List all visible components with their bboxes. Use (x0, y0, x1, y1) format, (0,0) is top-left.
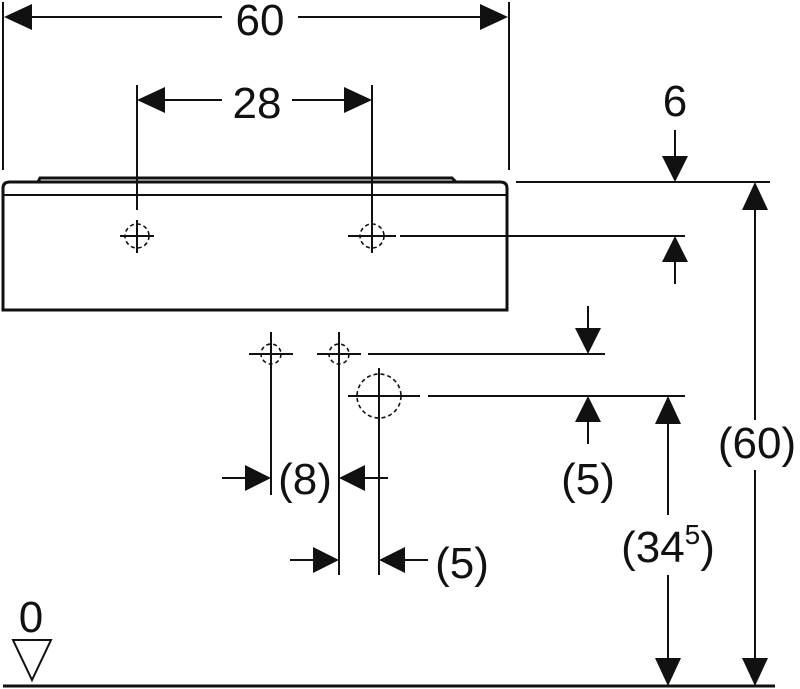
dimension-total-width: 60 (2, 0, 510, 170)
dimension-vertical-offset: (5) (561, 306, 615, 504)
label-horizontal-offset: (5) (435, 539, 489, 588)
dimension-top-offset: 6 (516, 77, 770, 284)
dimension-horizontal-spacing: (8) (222, 455, 388, 504)
dimension-height: (60) (718, 182, 796, 686)
floor-level: 0 (3, 593, 775, 688)
label-outlet-height: (345) (621, 519, 715, 572)
label-top-offset: 6 (663, 77, 687, 126)
dimension-outlet-height: (345) (621, 396, 715, 686)
label-height: (60) (718, 419, 796, 468)
basin-body (1, 176, 509, 312)
connection-point-middle (317, 332, 605, 575)
label-total-width: 60 (236, 0, 285, 45)
label-outlet-height-sup: 5 (685, 519, 701, 550)
label-outlet-height-close: ) (700, 523, 715, 572)
tap-hole-right (348, 210, 685, 253)
connection-point-left (249, 332, 293, 495)
label-floor-level: 0 (19, 593, 43, 642)
dimension-hole-spacing: 28 (136, 79, 373, 210)
label-outlet-height-base: (34 (621, 523, 685, 572)
label-horizontal-spacing: (8) (278, 455, 332, 504)
tap-hole-left (120, 220, 154, 253)
label-vertical-offset: (5) (561, 455, 615, 504)
drain-outlet (348, 368, 685, 575)
label-hole-spacing: 28 (233, 79, 282, 128)
dimension-horizontal-offset: (5) (290, 539, 489, 588)
